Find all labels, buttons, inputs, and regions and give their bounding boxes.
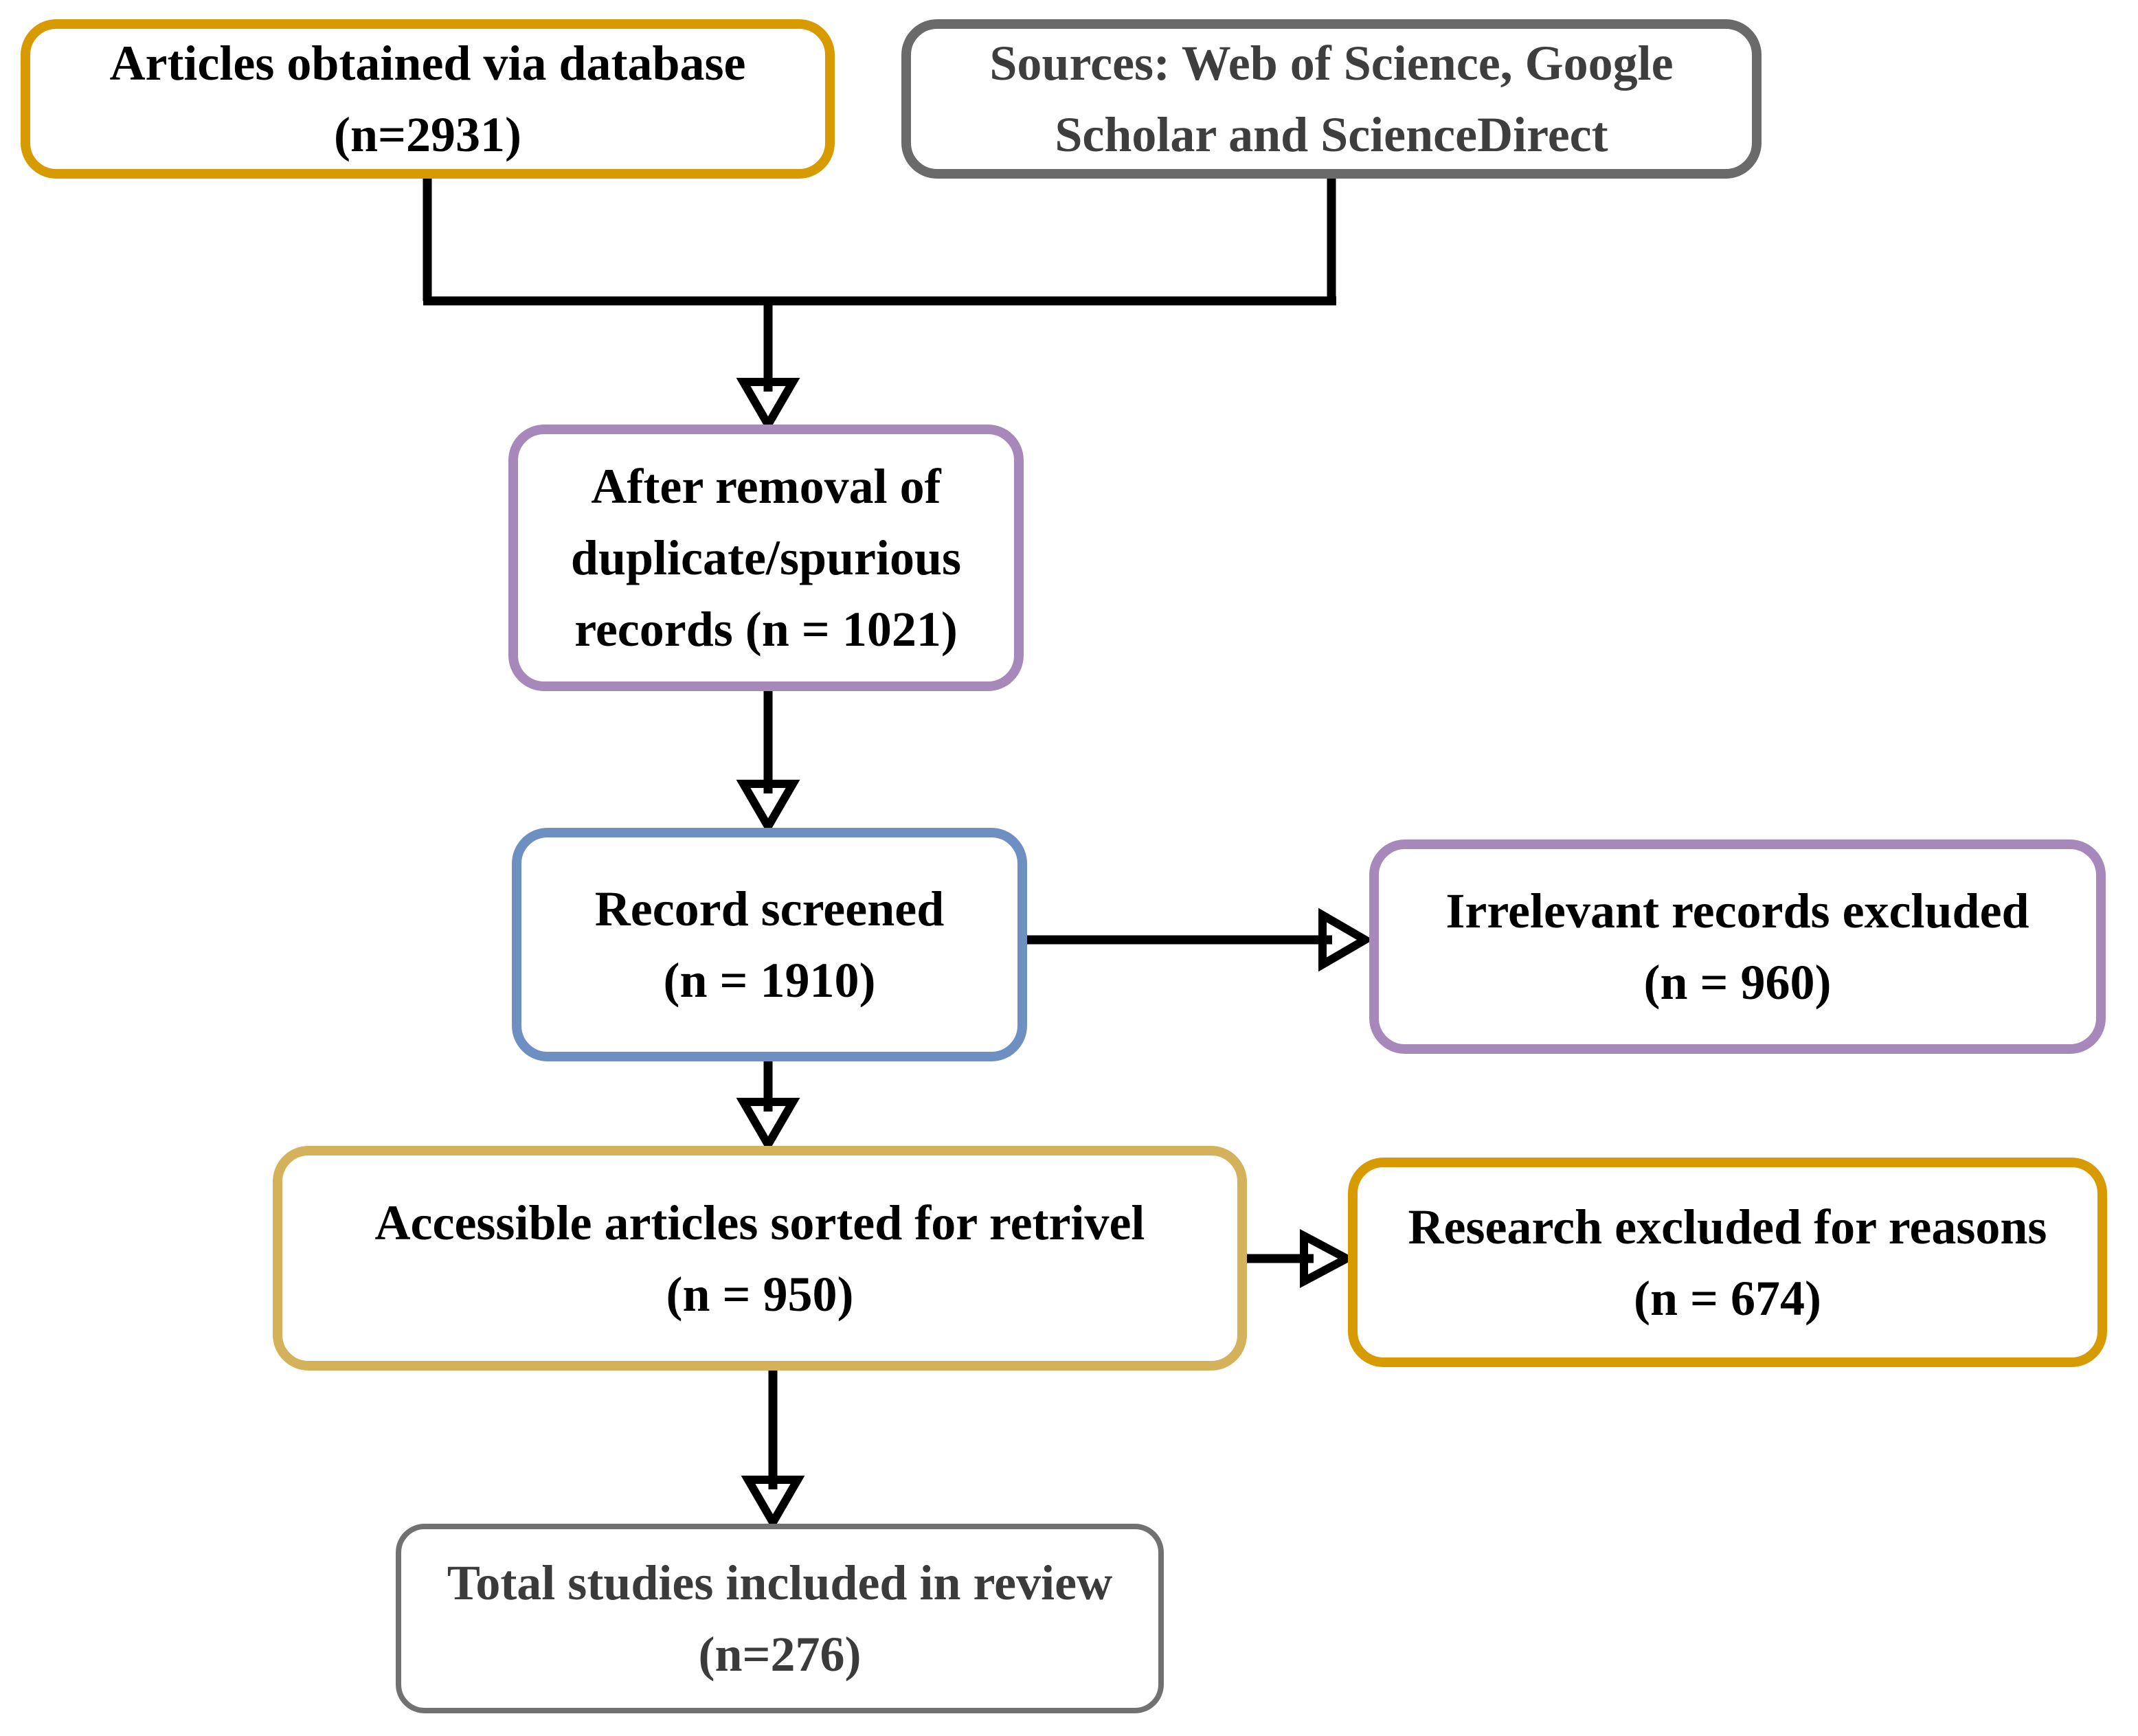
- node-accessible-sorted: Accessible articles sorted for retrivel …: [273, 1146, 1247, 1371]
- arrow-after-removal-to-record-screened: [736, 690, 800, 835]
- node-label: Accessible articles sorted for retrivel: [374, 1195, 1145, 1250]
- node-sources: Sources: Web of Science, Google Scholar …: [901, 19, 1762, 179]
- node-count: (n=276): [698, 1627, 862, 1682]
- node-label: Sources: Web of Science, Google: [989, 36, 1674, 91]
- arrow-record-screened-to-irrelevant-excluded: [1026, 908, 1373, 972]
- node-count: (n = 950): [666, 1266, 854, 1322]
- connector-line: [423, 177, 1336, 306]
- node-record-screened: Record screened (n = 1910): [512, 828, 1027, 1061]
- node-irrelevant-excluded: Irrelevant records excluded (n = 960): [1369, 839, 2106, 1054]
- node-label: Articles obtained via database: [109, 36, 746, 91]
- node-label: duplicate/spurious: [570, 530, 962, 585]
- arrow-junction-to-after-removal: [736, 297, 800, 433]
- node-total-included: Total studies included in review (n=276): [396, 1524, 1164, 1713]
- node-count: (n = 1910): [663, 953, 876, 1008]
- node-count: (n=2931): [333, 107, 522, 162]
- node-after-removal: After removal of duplicate/spurious reco…: [508, 425, 1024, 691]
- node-label: Total studies included in review: [447, 1555, 1113, 1610]
- node-count: (n = 960): [1643, 955, 1832, 1010]
- arrow-accessible-sorted-to-total-included: [741, 1369, 805, 1531]
- node-count: (n = 674): [1633, 1270, 1822, 1326]
- node-count: records (n = 1021): [574, 602, 958, 657]
- arrow-accessible-sorted-to-research-excluded: [1246, 1229, 1355, 1288]
- merge-junction-lines: [423, 177, 1336, 306]
- node-label: After removal of: [591, 459, 941, 514]
- node-label: Scholar and ScienceDirect: [1055, 107, 1608, 162]
- node-label: Research excluded for reasons: [1408, 1199, 2047, 1254]
- node-label: Record screened: [594, 881, 945, 936]
- arrow-record-screened-to-accessible-sorted: [736, 1060, 800, 1153]
- node-articles-obtained: Articles obtained via database (n=2931): [21, 19, 835, 179]
- node-label: Irrelevant records excluded: [1445, 883, 2029, 938]
- node-research-excluded: Research excluded for reasons (n = 674): [1348, 1158, 2107, 1367]
